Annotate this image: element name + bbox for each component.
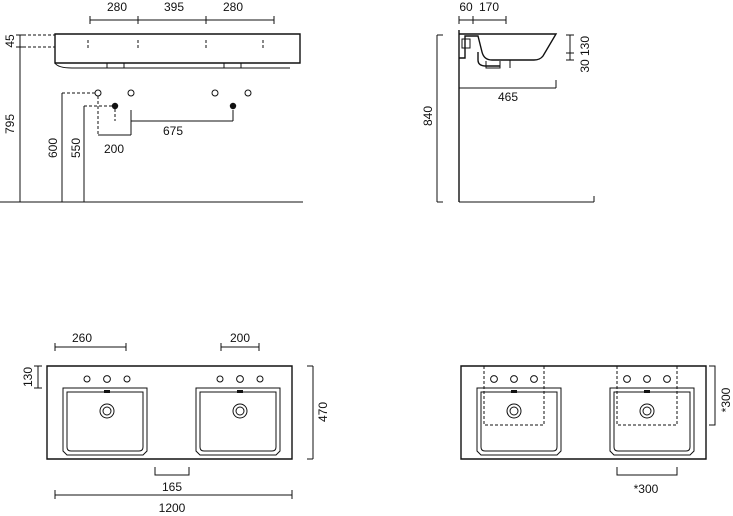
basin-top-alt-outline xyxy=(460,365,707,460)
side-view: 60 170 130 30 465 840 xyxy=(421,0,595,203)
supply-point-right-icon xyxy=(229,102,237,110)
tap-hole-left-3-icon xyxy=(123,375,131,383)
top-view-alt: *300 *300 xyxy=(460,365,733,496)
top-dim-total-width: 1200 xyxy=(159,501,186,515)
top-dim-tap-span-right: 200 xyxy=(230,331,250,345)
front-dim-rim-height: 795 xyxy=(3,114,17,134)
basin-side-profile xyxy=(459,33,558,61)
front-dim-left-hole: 280 xyxy=(107,0,127,14)
tap-hole-right-3-icon xyxy=(256,375,264,383)
bowl-left xyxy=(66,391,144,452)
side-dim-depth: 465 xyxy=(498,90,518,104)
front-view: 280 395 280 45 795 600 550 200 675 xyxy=(0,0,303,203)
basin-front-outline xyxy=(54,33,301,64)
top-view: 260 200 130 470 165 1200 xyxy=(21,331,330,515)
floor-line-side xyxy=(459,196,595,203)
side-dim-total-height: 840 xyxy=(421,106,435,126)
waste-pipe-left-b-icon xyxy=(127,89,135,97)
front-dim-supply-spacing: 675 xyxy=(163,124,183,138)
top-alt-dim-bottom: *300 xyxy=(634,482,659,496)
front-dim-thickness: 45 xyxy=(3,34,17,48)
waste-pipe-right-icon xyxy=(211,89,219,97)
side-dim-bowl-depth: 130 xyxy=(578,36,592,56)
tap-hole-right-2-icon xyxy=(236,375,244,383)
top-dim-tap-span-left: 260 xyxy=(72,331,92,345)
front-dim-supply-offset: 200 xyxy=(104,142,124,156)
front-dim-waste-height: 600 xyxy=(46,138,60,158)
front-dim-supply-height: 550 xyxy=(69,138,83,158)
side-dim-lip: 30 xyxy=(578,59,592,73)
waste-pipe-left-icon xyxy=(94,89,102,97)
waste-pipe-right-b-icon xyxy=(244,89,252,97)
top-alt-dim-side: *300 xyxy=(719,387,733,412)
front-dim-center: 395 xyxy=(164,0,184,14)
tap-hole-left-1-icon xyxy=(83,375,91,383)
supply-point-left-icon xyxy=(111,102,119,110)
bowl-right xyxy=(199,391,277,452)
basin-top-outline xyxy=(46,365,293,460)
side-dim-waste-offset: 170 xyxy=(479,0,499,14)
front-dim-right-hole: 280 xyxy=(223,0,243,14)
top-dim-width-depth: 470 xyxy=(316,402,330,422)
top-dim-back-ledge: 130 xyxy=(21,367,35,387)
tap-hole-left-2-icon xyxy=(103,375,111,383)
side-dim-wall-offset: 60 xyxy=(459,0,473,14)
tap-hole-right-1-icon xyxy=(216,375,224,383)
top-dim-bowl-gap: 165 xyxy=(162,480,182,494)
